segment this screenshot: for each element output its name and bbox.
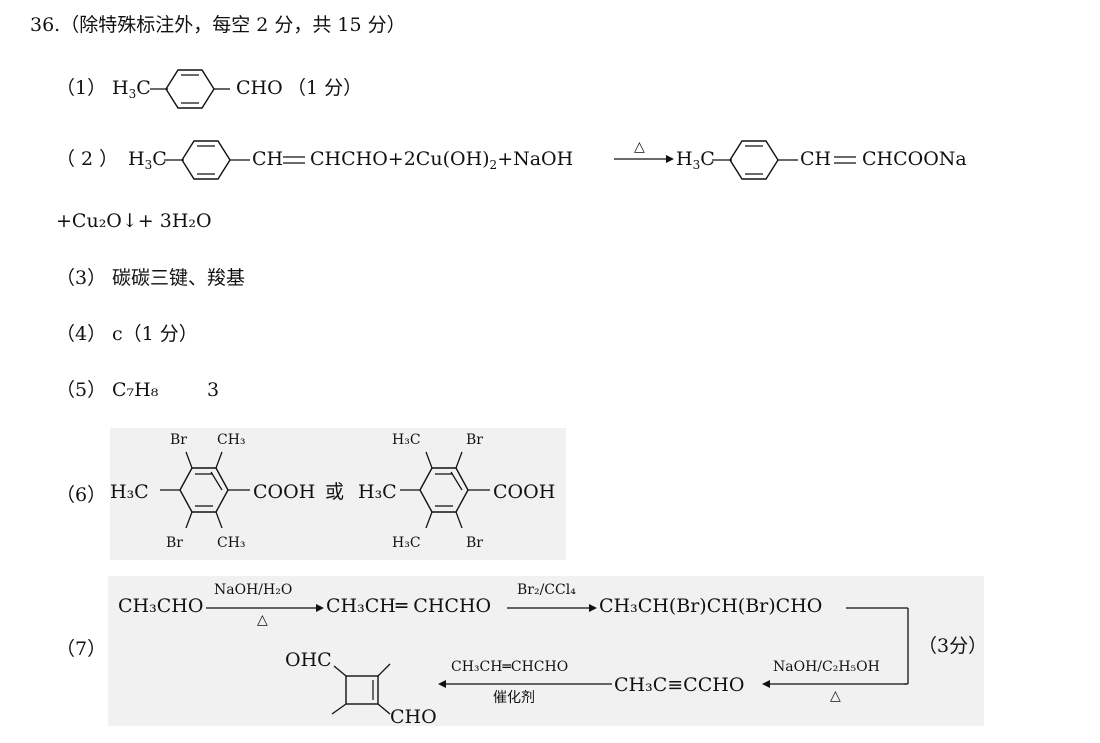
q6-structure-2 — [400, 451, 490, 529]
q7-int3: CH₃C≡CCHO — [614, 674, 745, 696]
q6-s1-cooh: COOH — [253, 481, 316, 503]
q2-p-c: C — [700, 148, 715, 170]
q6-label: （6） — [56, 484, 107, 506]
q7-arrow-3 — [762, 680, 906, 688]
q7-points: （3分） — [918, 635, 988, 657]
q3-label: （3） — [56, 267, 107, 289]
q7-scheme-background — [108, 576, 984, 726]
q1-methyl: H3C — [112, 77, 151, 101]
q4-text: c（1 分） — [112, 323, 198, 345]
q2-line2: +Cu₂O↓+ 3H₂O — [56, 210, 212, 232]
q2-reagent: +NaOH — [497, 148, 574, 170]
q7-int2: CH₃CH(Br)CH(Br)CHO — [599, 595, 823, 617]
q3-text: 碳碳三键、羧基 — [112, 267, 246, 289]
q7-label: （7） — [56, 638, 107, 660]
q6-s1-ch3-bottom: CH₃ — [217, 535, 246, 551]
q1-methyl-h: H — [112, 77, 129, 99]
q2-double-bond-2 — [834, 156, 856, 164]
q5-label: （5） — [56, 379, 107, 401]
q2-reactant-rest: CHCHO+2Cu(OH)2+NaOH — [310, 148, 574, 172]
q6-s1-ch3-top: CH₃ — [217, 432, 246, 448]
q2-product-methyl: H3C — [676, 148, 715, 172]
q7-int1: CH₃CH═ CHCHO — [326, 595, 492, 617]
q2-product-benzene — [712, 140, 798, 180]
q6-s1-br-bottom: Br — [166, 535, 183, 551]
q6-s2-cooh: COOH — [493, 481, 556, 503]
q7-cond2-top: Br₂/CCl₄ — [517, 582, 576, 598]
q2-reactant-methyl: H3C — [128, 148, 167, 172]
q2-rest-text: CHCHO+2Cu(OH) — [310, 148, 490, 170]
q6-s1-br-top: Br — [170, 432, 187, 448]
q4-label: （4） — [56, 323, 107, 345]
q7-product-bottom: CHO — [390, 706, 437, 728]
q7-arrow-2 — [507, 604, 597, 612]
q7-cyclobutene-product — [331, 663, 391, 715]
q1-methyl-c: C — [136, 77, 151, 99]
q2-product-ch: CH — [800, 148, 832, 170]
q2-cu-sub: 2 — [489, 158, 498, 172]
q6-or: 或 — [325, 481, 345, 503]
q6-structure-1 — [160, 451, 250, 529]
q6-s2-h3c: H₃C — [358, 481, 397, 503]
q7-cond4-bottom: 催化剂 — [493, 690, 535, 706]
q2-condition: △ — [634, 139, 645, 155]
q2-reaction-arrow — [614, 155, 674, 163]
q2-r-h: H — [128, 148, 145, 170]
q1-benzene-structure — [150, 69, 230, 109]
q7-arrow-1 — [206, 604, 324, 612]
q2-double-bond-1 — [283, 156, 305, 164]
q2-r-sub: 3 — [144, 158, 153, 172]
q7-cond4-top: CH₃CH═CHCHO — [451, 659, 569, 675]
q6-s2-br-top: Br — [466, 432, 483, 448]
q2-reactant-ch: CH — [252, 148, 284, 170]
q2-p-h: H — [676, 148, 693, 170]
q5-value: 3 — [207, 379, 220, 401]
q6-s2-h3c-top: H₃C — [392, 432, 421, 448]
q7-arrow-4 — [438, 680, 612, 688]
q7-cond3-bottom: △ — [830, 688, 841, 704]
q7-start: CH₃CHO — [118, 595, 204, 617]
q6-s2-br-bottom: Br — [466, 535, 483, 551]
q2-p-sub: 3 — [692, 158, 701, 172]
q6-s1-h3c: H₃C — [110, 481, 149, 503]
q2-r-c: C — [152, 148, 167, 170]
q7-cond1-bottom: △ — [257, 612, 268, 628]
q6-s2-h3c-bottom: H₃C — [392, 535, 421, 551]
q1-label: （1） — [56, 77, 107, 99]
q2-product-rest: CHCOONa — [862, 148, 967, 170]
q2-label: （ 2 ） — [56, 148, 119, 170]
q1-methyl-sub: 3 — [128, 87, 137, 101]
q1-note: （1 分） — [287, 77, 363, 99]
q1-cho: CHO — [236, 77, 283, 99]
q6-structure-background — [110, 428, 566, 560]
q5-formula: C₇H₈ — [112, 379, 159, 401]
q2-reactant-benzene — [164, 140, 250, 180]
q7-cond3-top: NaOH/C₂H₅OH — [773, 659, 880, 675]
q7-product-top: OHC — [285, 649, 332, 671]
question-header: 36.（除特殊标注外，每空 2 分，共 15 分） — [30, 14, 406, 36]
q7-cond1-top: NaOH/H₂O — [214, 582, 293, 598]
